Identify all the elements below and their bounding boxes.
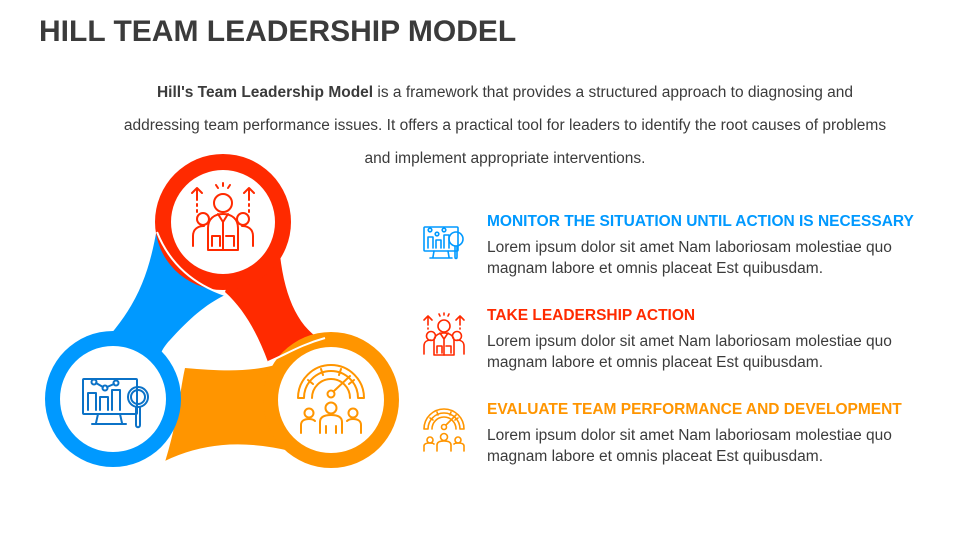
item-heading: TAKE LEADERSHIP ACTION: [487, 307, 696, 324]
list-item-evaluate: EVALUATE TEAM PERFORMANCE AND DEVELOPMEN…: [420, 401, 920, 481]
item-body: Lorem ipsum dolor sit amet Nam laboriosa…: [487, 333, 892, 371]
item-heading: EVALUATE TEAM PERFORMANCE AND DEVELOPMEN…: [487, 401, 902, 418]
intro-text: is a framework that provides a structure…: [123, 84, 887, 167]
list-item-monitor: MONITOR THE SITUATION UNTIL ACTION IS NE…: [420, 213, 920, 293]
monitor-analytics-icon: [423, 226, 464, 260]
intro-bold-lead: Hill's Team Leadership Model: [156, 84, 374, 101]
list-item-leadership: TAKE LEADERSHIP ACTION Lorem ipsum dolor…: [420, 307, 920, 387]
leader-team-icon: [191, 182, 255, 251]
monitor-analytics-icon: [82, 378, 149, 429]
page-title: HILL TEAM LEADERSHIP MODEL: [39, 15, 517, 48]
item-body: Lorem ipsum dolor sit amet Nam laboriosa…: [487, 427, 892, 465]
leader-team-icon: [423, 312, 465, 356]
intro-paragraph: Hill's Team Leadership Model is a framew…: [120, 76, 890, 175]
orange-node-center: [278, 347, 384, 453]
gauge-team-icon: [297, 364, 365, 434]
item-heading: MONITOR THE SITUATION UNTIL ACTION IS NE…: [487, 213, 914, 230]
gauge-team-icon: [423, 408, 465, 452]
item-body: Lorem ipsum dolor sit amet Nam laboriosa…: [487, 239, 892, 277]
